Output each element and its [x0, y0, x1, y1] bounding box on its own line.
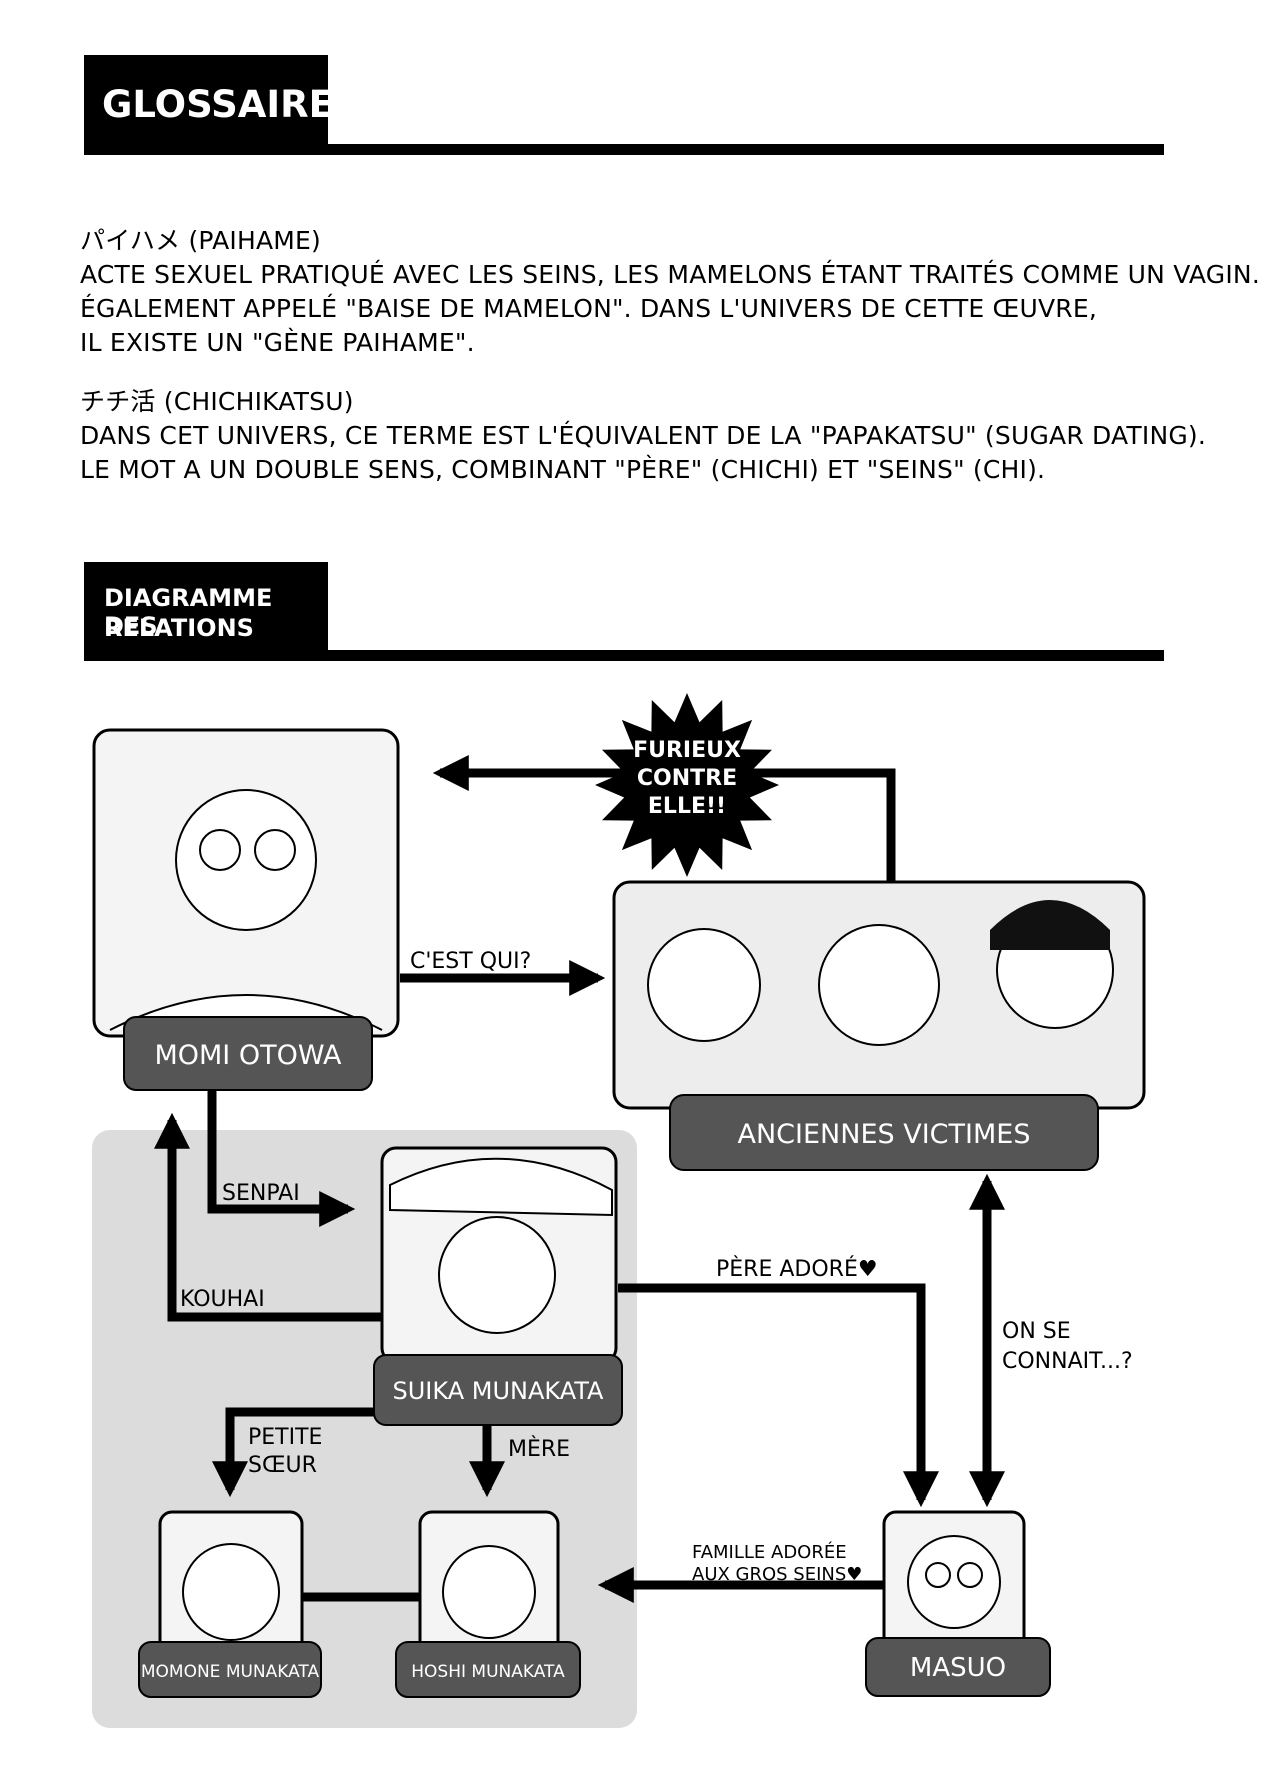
- starburst-label-line: FURIEUX: [633, 738, 741, 763]
- masuo-portrait: [882, 1510, 1026, 1664]
- momi-portrait: [92, 728, 400, 1038]
- glossary-heading: GLOSSAIRE: [102, 83, 334, 126]
- name-plate-momi: MOMI OTOWA: [123, 1016, 373, 1091]
- label-petite-soeur: SŒUR: [248, 1453, 317, 1478]
- label-pere-adore: PÈRE ADORÉ♥: [716, 1256, 878, 1282]
- relations-heading-line: RELATIONS: [104, 614, 254, 642]
- glossary-rule: [84, 144, 1164, 155]
- arrow-suika-to-momi: [154, 1112, 382, 1322]
- name-plate-victims: ANCIENNES VICTIMES: [669, 1094, 1099, 1171]
- name-plate-momone: MOMONE MUNAKATA: [138, 1641, 322, 1698]
- glossary-heading-tab: GLOSSAIRE: [84, 55, 334, 155]
- glossary-definition-line: ÉGALEMENT APPELÉ "BAISE DE MAMELON". DAN…: [80, 294, 1098, 323]
- arrow-suika-to-momone: [212, 1407, 428, 1498]
- relations-heading-line: DIAGRAMME DES: [104, 584, 273, 640]
- hoshi-portrait: [418, 1510, 560, 1676]
- angry-starburst: FURIEUX CONTRE ELLE!!: [595, 693, 779, 877]
- name-masuo: MASUO: [910, 1653, 1006, 1683]
- label-petite-soeur: PETITE: [248, 1425, 322, 1450]
- name-plate-masuo: MASUO: [865, 1637, 1051, 1697]
- name-victims: ANCIENNES VICTIMES: [738, 1119, 1031, 1150]
- name-plate-suika: SUIKA MUNAKATA: [373, 1354, 623, 1426]
- suika-portrait: [380, 1146, 618, 1364]
- label-senpai: SENPAI: [222, 1181, 300, 1206]
- name-suika: SUIKA MUNAKATA: [393, 1377, 605, 1405]
- glossary-term: チチ活 (CHICHIKATSU): [80, 387, 354, 416]
- label-on-se-connait: CONNAIT...?: [1002, 1349, 1133, 1374]
- relations-rule: [84, 650, 1164, 661]
- starburst-label-line: ELLE!!: [648, 794, 726, 819]
- victims-portrait: [612, 880, 1146, 1110]
- arrow-victims-to-momi: [432, 755, 896, 882]
- name-momone: MOMONE MUNAKATA: [141, 1662, 320, 1682]
- relations-heading-tab: DIAGRAMME DES RELATIONS: [84, 562, 328, 660]
- glossary-entry-chichikatsu: チチ活 (CHICHIKATSU) DANS CET UNIVERS, CE T…: [80, 385, 1260, 487]
- label-famille: FAMILLE ADORÉE: [692, 1541, 847, 1563]
- label-kouhai: KOUHAI: [180, 1287, 265, 1312]
- label-cest-qui: C'EST QUI?: [410, 949, 531, 974]
- name-hoshi: HOSHI MUNAKATA: [411, 1662, 565, 1682]
- label-on-se-connait: ON SE: [1002, 1319, 1071, 1344]
- arrow-momi-to-suika: [207, 1090, 356, 1227]
- starburst-label-line: CONTRE: [637, 766, 737, 791]
- glossary-definition-line: IL EXISTE UN "GÈNE PAIHAME".: [80, 328, 475, 357]
- glossary-definition-line: DANS CET UNIVERS, CE TERME EST L'ÉQUIVAL…: [80, 421, 1207, 450]
- name-momi: MOMI OTOWA: [154, 1040, 342, 1071]
- momone-portrait: [158, 1510, 304, 1676]
- glossary-definition-line: LE MOT A UN DOUBLE SENS, COMBINANT "PÈRE…: [80, 455, 1046, 484]
- label-famille: AUX GROS SEINS♥: [692, 1564, 862, 1585]
- arrow-suika-to-masuo: [618, 1283, 939, 1508]
- glossary-term: パイハメ (PAIHAME): [80, 226, 321, 255]
- glossary-entry-paihame: パイハメ (PAIHAME) ACTE SEXUEL PRATIQUÉ AVEC…: [80, 224, 1260, 360]
- label-mere: MÈRE: [508, 1436, 570, 1462]
- glossary-definition-line: ACTE SEXUEL PRATIQUÉ AVEC LES SEINS, LES…: [80, 260, 1260, 289]
- name-plate-hoshi: HOSHI MUNAKATA: [395, 1641, 581, 1698]
